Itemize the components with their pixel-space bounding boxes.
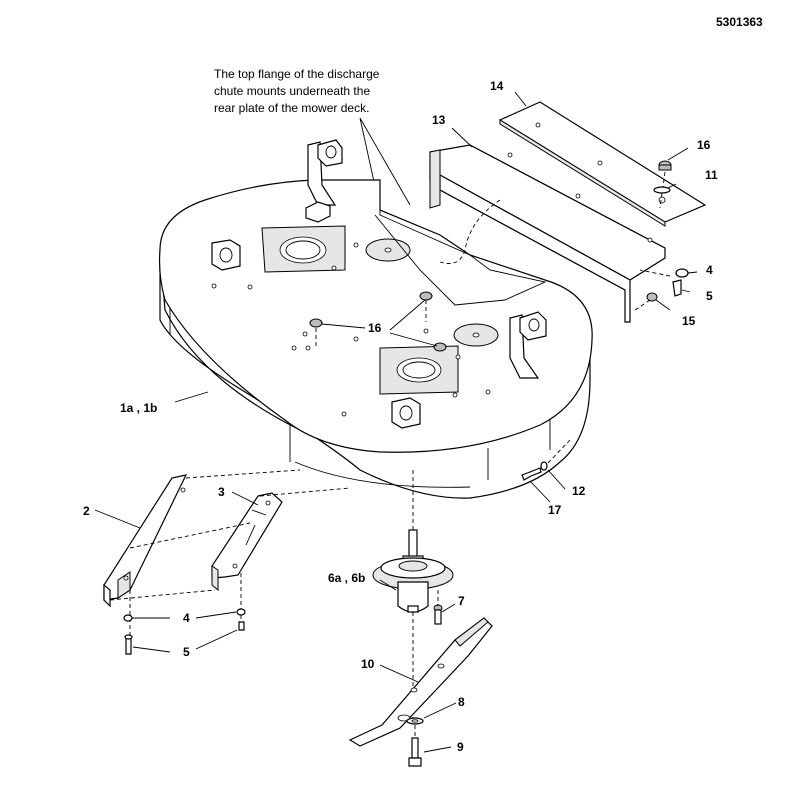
- hardware-nut-top-right: [653, 160, 672, 209]
- callout-16-center: 16: [368, 321, 382, 335]
- spindle-bolt-7: [433, 590, 443, 625]
- spindle-assembly: [372, 529, 454, 613]
- callout-11: 11: [705, 168, 718, 182]
- callout-7: 7: [458, 594, 465, 608]
- callout-4-left: 4: [183, 611, 190, 625]
- callout-5-left: 5: [183, 645, 190, 659]
- assembly-note: The top flange of the discharge chute mo…: [214, 67, 380, 115]
- mounting-block-front: [391, 397, 421, 429]
- blade-washer-8: [406, 717, 424, 725]
- hitch-bracket-rear-left: [307, 139, 343, 206]
- callout-16-top: 16: [697, 138, 711, 152]
- discharge-top-plate: [498, 101, 707, 227]
- callout-15: 15: [682, 314, 696, 328]
- baffle-part-3: [211, 492, 283, 592]
- callout-5-right: 5: [706, 289, 713, 303]
- callout-14: 14: [490, 79, 504, 93]
- baffle-part-2: [103, 474, 188, 608]
- document-number: 5301363: [716, 15, 763, 29]
- hardware-bolt-right: [634, 268, 689, 311]
- hardware-nuts-center: [309, 291, 447, 352]
- deck-small-clip: [305, 201, 331, 223]
- hardware-bolt-12-17: [521, 439, 571, 481]
- blade-bolt-9: [408, 725, 422, 767]
- note-line-3: rear plate of the mower deck.: [214, 101, 369, 115]
- callout-9: 9: [457, 740, 464, 754]
- callout-17: 17: [548, 503, 562, 517]
- mower-deck: [158, 139, 593, 499]
- callout-3: 3: [218, 485, 225, 499]
- deck-bolt-holes: [211, 242, 491, 417]
- callout-1a-1b: 1a , 1b: [120, 401, 157, 415]
- callout-labels: 14 13 16 11 4 5 15 16 1a , 1b 2 3 4 5 12…: [83, 79, 718, 754]
- mounting-block-left: [211, 239, 241, 271]
- baffle-leader-dashes: [109, 469, 351, 640]
- callout-4-right: 4: [706, 263, 713, 277]
- discharge-opening-outline: [374, 205, 547, 306]
- callout-2: 2: [83, 504, 90, 518]
- hitch-bracket-rear-right: [509, 311, 547, 379]
- callout-10: 10: [361, 657, 375, 671]
- discharge-chute: [429, 144, 666, 323]
- callout-12: 12: [572, 484, 586, 498]
- callout-8: 8: [458, 695, 465, 709]
- callout-leader-lines: [94, 91, 698, 753]
- callout-6a-6b: 6a , 6b: [328, 571, 365, 585]
- note-line-1: The top flange of the discharge: [214, 67, 380, 81]
- callout-13: 13: [432, 113, 446, 127]
- note-line-2: chute mounts underneath the: [214, 84, 370, 98]
- mower-blade: [348, 617, 493, 747]
